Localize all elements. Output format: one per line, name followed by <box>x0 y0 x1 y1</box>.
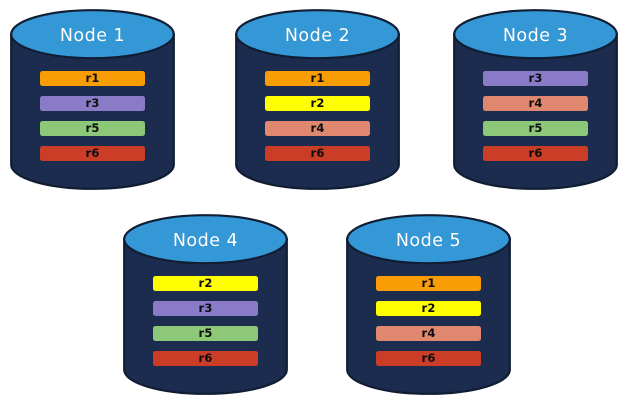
replica-bar-r4[interactable]: r4 <box>376 326 481 341</box>
replica-label: r2 <box>198 275 213 290</box>
replica-bar-r3[interactable]: r3 <box>153 301 258 316</box>
replica-bar-r6[interactable]: r6 <box>376 351 481 366</box>
replica-bar-r4[interactable]: r4 <box>265 121 370 136</box>
replica-label: r4 <box>528 95 543 110</box>
replica-stack: r3 r4 r5 r6 <box>483 71 588 161</box>
cylinder-top-ellipse <box>453 9 618 60</box>
replica-bar-r6[interactable]: r6 <box>40 146 145 161</box>
replica-label: r1 <box>85 70 100 85</box>
replica-bar-r1[interactable]: r1 <box>265 71 370 86</box>
replica-label: r6 <box>198 350 213 365</box>
replica-label: r4 <box>421 325 436 340</box>
replica-bar-r5[interactable]: r5 <box>40 121 145 136</box>
replica-stack: r1 r2 r4 r6 <box>376 276 481 366</box>
replica-bar-r2[interactable]: r2 <box>153 276 258 291</box>
replica-stack: r2 r3 r5 r6 <box>153 276 258 366</box>
replica-bar-r6[interactable]: r6 <box>265 146 370 161</box>
cylinder-top-ellipse <box>346 214 511 265</box>
replica-label: r3 <box>85 95 100 110</box>
replica-bar-r3[interactable]: r3 <box>483 71 588 86</box>
replica-label: r5 <box>528 120 543 135</box>
replica-label: r6 <box>421 350 436 365</box>
replica-stack: r1 r3 r5 r6 <box>40 71 145 161</box>
replica-label: r3 <box>198 300 213 315</box>
replica-bar-r6[interactable]: r6 <box>153 351 258 366</box>
replica-label: r5 <box>198 325 213 340</box>
replica-stack: r1 r2 r4 r6 <box>265 71 370 161</box>
replica-bar-r3[interactable]: r3 <box>40 96 145 111</box>
replica-label: r2 <box>310 95 325 110</box>
replica-bar-r2[interactable]: r2 <box>376 301 481 316</box>
replica-bar-r1[interactable]: r1 <box>376 276 481 291</box>
cylinder-top-ellipse <box>123 214 288 265</box>
replica-label: r6 <box>528 145 543 160</box>
replica-label: r6 <box>85 145 100 160</box>
replica-label: r1 <box>421 275 436 290</box>
replica-label: r5 <box>85 120 100 135</box>
replica-label: r4 <box>310 120 325 135</box>
replica-bar-r1[interactable]: r1 <box>40 71 145 86</box>
replica-bar-r4[interactable]: r4 <box>483 96 588 111</box>
cylinder-top-ellipse <box>235 9 400 60</box>
replica-label: r3 <box>528 70 543 85</box>
replica-bar-r6[interactable]: r6 <box>483 146 588 161</box>
replica-label: r2 <box>421 300 436 315</box>
replica-bar-r2[interactable]: r2 <box>265 96 370 111</box>
replica-bar-r5[interactable]: r5 <box>153 326 258 341</box>
replica-label: r6 <box>310 145 325 160</box>
cylinder-top-ellipse <box>10 9 175 60</box>
replica-label: r1 <box>310 70 325 85</box>
replica-bar-r5[interactable]: r5 <box>483 121 588 136</box>
